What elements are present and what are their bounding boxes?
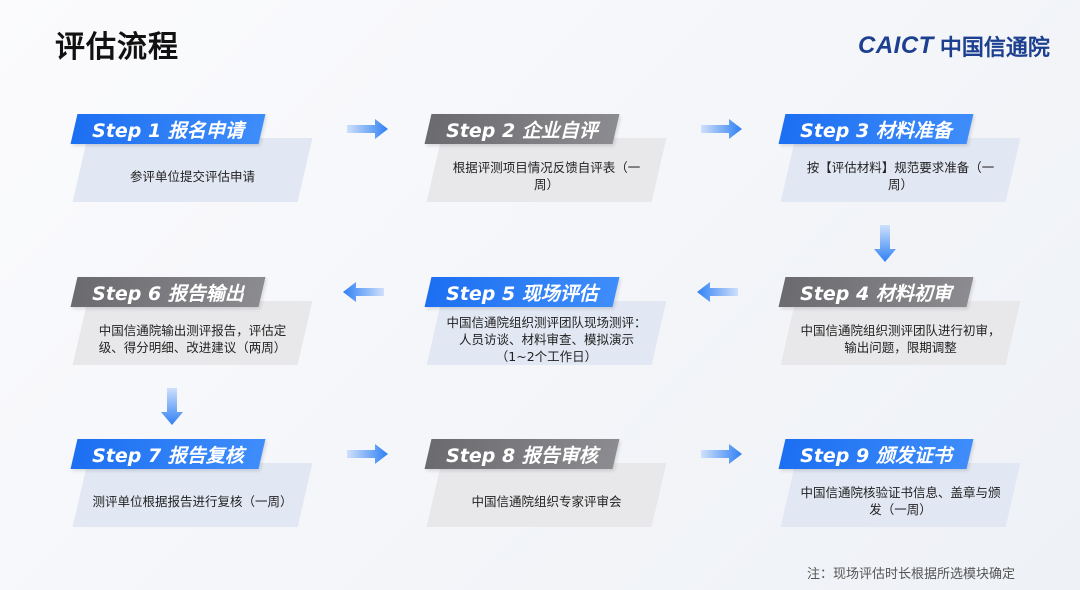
step-9-label: Step 9 颁发证书 — [800, 444, 952, 467]
step-4-desc: 中国信通院组织测评团队进行初审，输出问题，限期调整 — [800, 323, 1001, 355]
arrow-right-icon — [701, 119, 742, 139]
footnote: 注：现场评估时长根据所选模块确定 — [806, 567, 1015, 582]
step-8: Step 8 报告审核 中国信通院组织专家评审会 — [422, 437, 667, 547]
arrow-down-icon — [161, 388, 183, 425]
step-4-label: Step 4 材料初审 — [800, 282, 952, 305]
step-6: Step 6 报告输出 中国信通院输出测评报告，评估定级、得分明细、改进建议（两… — [68, 275, 313, 385]
step-1-label: Step 1 报名申请 — [92, 119, 244, 142]
step-9: Step 9 颁发证书 中国信通院核验证书信息、盖章与颁发（一周） — [776, 437, 1021, 547]
arrow-left-icon — [697, 282, 738, 302]
step-7-desc: 测评单位根据报告进行复核（一周） — [92, 493, 293, 509]
step-4: Step 4 材料初审 中国信通院组织测评团队进行初审，输出问题，限期调整 — [776, 275, 1021, 385]
step-6-desc: 中国信通院输出测评报告，评估定级、得分明细、改进建议（两周） — [98, 323, 287, 355]
step-5-label: Step 5 现场评估 — [446, 282, 598, 305]
step-3: Step 3 材料准备 按【评估材料】规范要求准备（一周） — [776, 112, 1021, 222]
logo-text-en: CAICT — [858, 32, 934, 59]
arrow-down-icon — [874, 225, 896, 262]
step-2: Step 2 企业自评 根据评测项目情况反馈自评表（一周） — [422, 112, 667, 222]
step-7: Step 7 报告复核 测评单位根据报告进行复核（一周） — [68, 437, 313, 547]
step-3-desc: 按【评估材料】规范要求准备（一周） — [806, 160, 995, 192]
step-5-desc: 中国信通院组织测评团队现场测评：人员访谈、材料审查、模拟演示（1~2个工作日） — [446, 314, 647, 364]
step-7-label: Step 7 报告复核 — [92, 444, 244, 467]
step-6-label: Step 6 报告输出 — [92, 282, 244, 305]
step-2-label: Step 2 企业自评 — [446, 119, 598, 142]
step-5: Step 5 现场评估 中国信通院组织测评团队现场测评：人员访谈、材料审查、模拟… — [422, 275, 667, 385]
arrow-left-icon — [343, 282, 384, 302]
step-9-desc: 中国信通院核验证书信息、盖章与颁发（一周） — [800, 485, 1001, 517]
step-1: Step 1 报名申请 参评单位提交评估申请 — [68, 112, 313, 222]
arrow-right-icon — [347, 119, 388, 139]
page-title: 评估流程 — [55, 30, 179, 65]
arrow-right-icon — [347, 444, 388, 464]
step-3-label: Step 3 材料准备 — [800, 119, 952, 142]
step-8-label: Step 8 报告审核 — [446, 444, 598, 467]
arrow-right-icon — [701, 444, 742, 464]
caict-logo: CAICT 中国信通院 — [858, 30, 1050, 62]
step-2-desc: 根据评测项目情况反馈自评表（一周） — [452, 160, 641, 192]
logo-text-cn: 中国信通院 — [939, 36, 1050, 61]
step-1-desc: 参评单位提交评估申请 — [129, 168, 255, 184]
step-8-desc: 中国信通院组织专家评审会 — [471, 493, 622, 509]
